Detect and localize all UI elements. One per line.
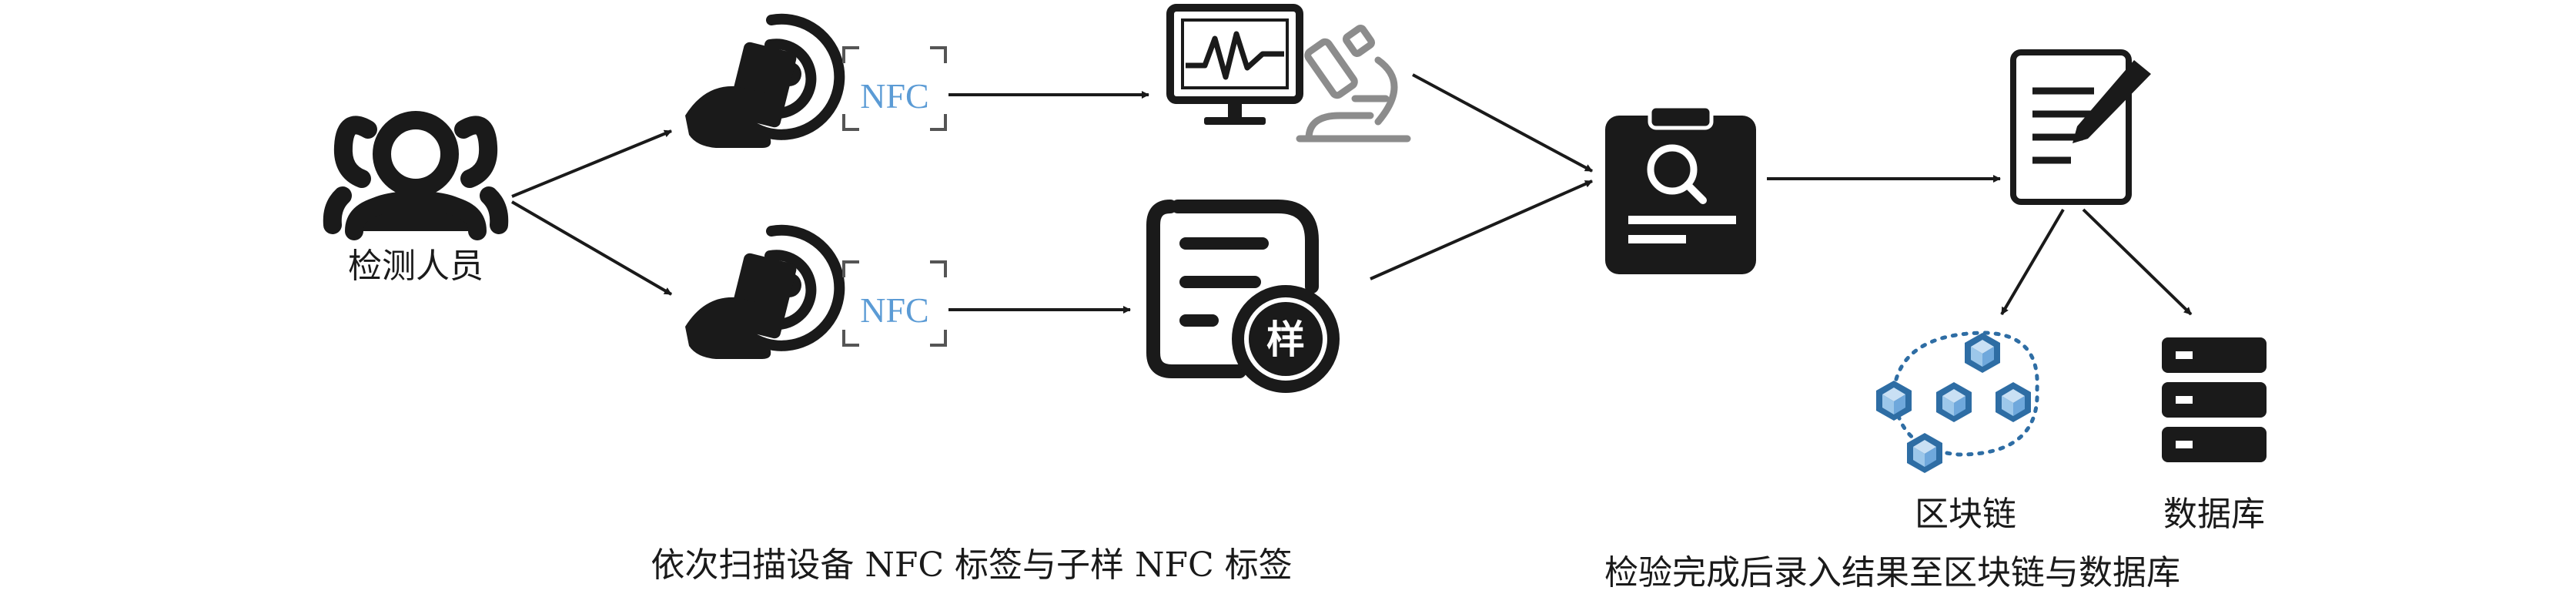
- arrow-inspector-to-top: [511, 129, 672, 198]
- arrow-inspector-to-bottom: [510, 200, 673, 296]
- sample-character: 样: [1266, 317, 1305, 362]
- arrow-device-to-report: [1412, 73, 1593, 173]
- caption-left: 依次扫描设备 NFC 标签与子样 NFC 标签: [651, 545, 1292, 585]
- monitor-icon: [1166, 4, 1303, 125]
- nfc-tag-frame: [842, 46, 947, 131]
- microscope-icon: [1296, 24, 1411, 143]
- nfc-scan-icon: [685, 13, 845, 148]
- blockchain-label: 区块链: [1915, 495, 2016, 534]
- arrow-sample-to-report: [1370, 180, 1593, 280]
- blockchain-icon: [1876, 331, 2039, 473]
- inspector-label: 检测人员: [348, 247, 483, 286]
- nfc-tag-frame-2: [842, 260, 947, 347]
- inspection-report-icon: [1605, 104, 1756, 274]
- nfc-label-bottom: NFC: [860, 290, 928, 330]
- arrow-record-to-blockchain: [2000, 208, 2065, 316]
- database-label: 数据库: [2163, 495, 2265, 534]
- people-icon: [323, 111, 509, 240]
- nfc-scan-icon-2: [685, 224, 845, 359]
- caption-right: 检验完成后录入结果至区块链与数据库: [1604, 553, 2180, 592]
- record-entry-icon: [2010, 49, 2151, 205]
- sample-document-icon: [1146, 200, 1340, 393]
- arrow-record-to-database: [2082, 208, 2193, 316]
- database-icon: [2162, 337, 2267, 462]
- nfc-label-top: NFC: [860, 76, 928, 116]
